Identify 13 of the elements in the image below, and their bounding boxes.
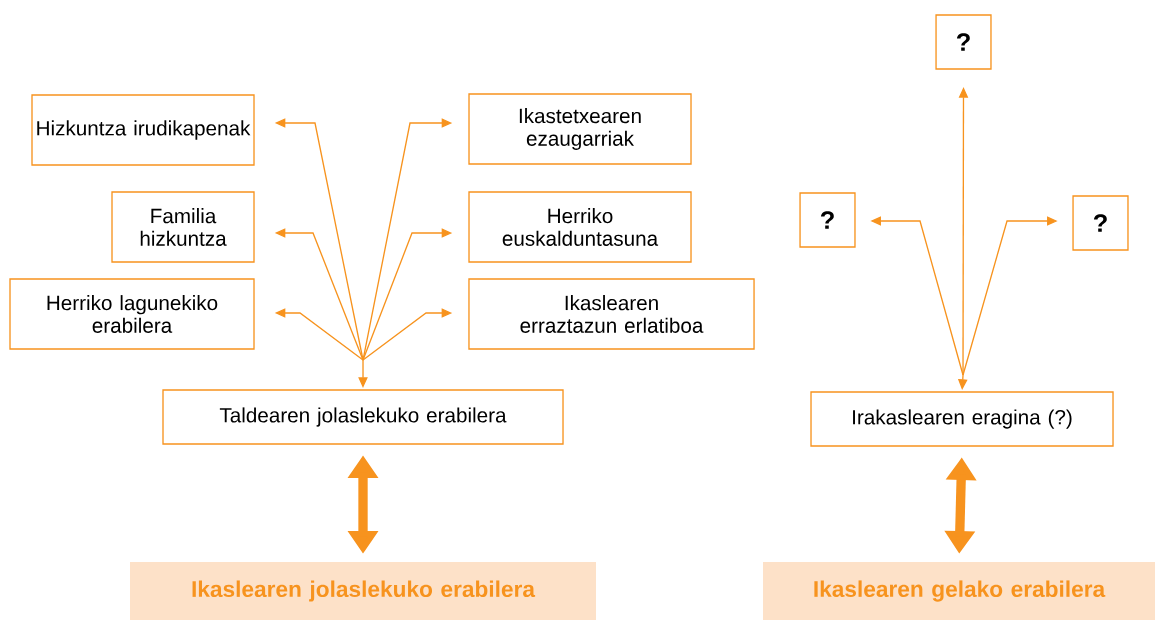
text-box: Hizkuntza irudikapenak	[31, 94, 255, 166]
text-box: Herriko euskalduntasuna	[468, 191, 692, 263]
highlight-band: Ikaslearen jolaslekuko erabilera	[130, 562, 596, 620]
text-box: Irakaslearen eragina (?)	[810, 391, 1114, 447]
text-box: Ikaslearen erraztazun erlatiboa	[468, 278, 755, 350]
text-box: Ikastetxearen ezaugarriak	[468, 93, 692, 165]
question-box: ?	[799, 192, 856, 248]
text-box: Herriko lagunekiko erabilera	[9, 278, 255, 350]
text-box: Taldearen jolaslekuko erabilera	[162, 389, 564, 445]
question-box: ?	[935, 14, 992, 70]
text-box: Familia hizkuntza	[111, 191, 255, 263]
highlight-band: Ikaslearen gelako erabilera	[763, 562, 1155, 620]
question-box: ?	[1072, 195, 1129, 251]
